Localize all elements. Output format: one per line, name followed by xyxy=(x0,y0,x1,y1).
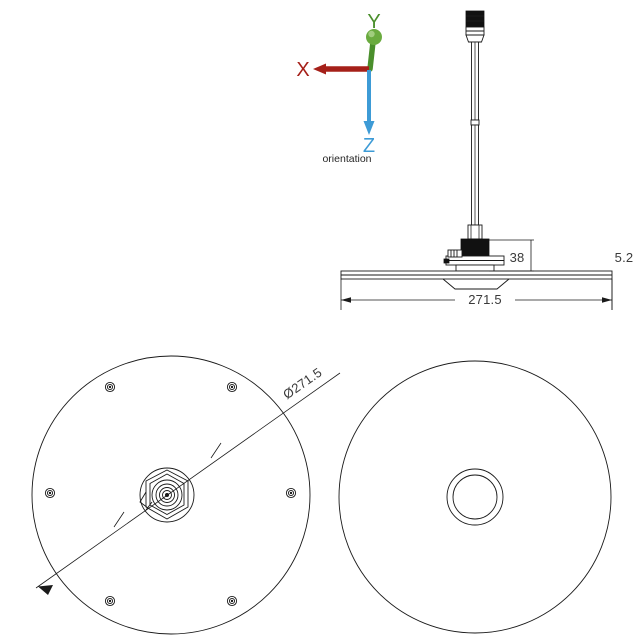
mounting-hole xyxy=(226,381,238,393)
dimension-value-diameter-271-5: Ø271.5 xyxy=(280,365,325,402)
z-axis-label: Z xyxy=(363,135,375,157)
dimension-plate-diameter: Ø271.5 xyxy=(35,365,341,595)
dimension-value-271-5: 271.5 xyxy=(468,292,502,307)
antenna-whip-upper xyxy=(471,41,479,121)
bottom-view-outer-circle xyxy=(31,355,311,635)
y-axis-icon xyxy=(366,29,382,72)
y-axis-label: Y xyxy=(367,11,380,33)
top-view-center-outer-ring xyxy=(446,468,504,526)
dimension-base-height: 38 xyxy=(489,239,534,272)
mounting-flange xyxy=(443,249,505,272)
mounting-holes-group xyxy=(44,381,297,607)
x-axis-label: X xyxy=(296,59,309,81)
bottom-view: Ø271.5 xyxy=(31,355,341,635)
dimension-plate-thickness: 5.2 xyxy=(611,250,634,310)
mounting-hole xyxy=(104,381,116,393)
antenna-whip-lower xyxy=(471,124,479,226)
orientation-caption: orientation xyxy=(322,153,371,165)
mounting-hole xyxy=(44,487,56,499)
antenna-collar xyxy=(467,224,483,240)
dimension-value-38: 38 xyxy=(510,250,525,265)
dimension-plate-width: 271.5 xyxy=(340,279,613,310)
x-axis-icon xyxy=(313,63,369,75)
mounting-hole xyxy=(226,595,238,607)
mounting-hole xyxy=(104,595,116,607)
mounting-hole xyxy=(285,487,297,499)
top-view-center-inner-ring xyxy=(452,474,498,520)
orientation-widget: Y X Z orientation xyxy=(296,11,382,165)
ground-plane-edge xyxy=(340,270,613,290)
dimension-value-5-2: 5.2 xyxy=(615,250,634,265)
top-view xyxy=(338,360,612,634)
antenna-whip-joint xyxy=(470,119,480,126)
z-axis-icon xyxy=(363,70,375,135)
antenna-connector xyxy=(465,10,485,43)
side-elevation-view: 38 5.2 271.5 xyxy=(340,10,634,310)
top-view-outer-circle xyxy=(338,360,612,634)
